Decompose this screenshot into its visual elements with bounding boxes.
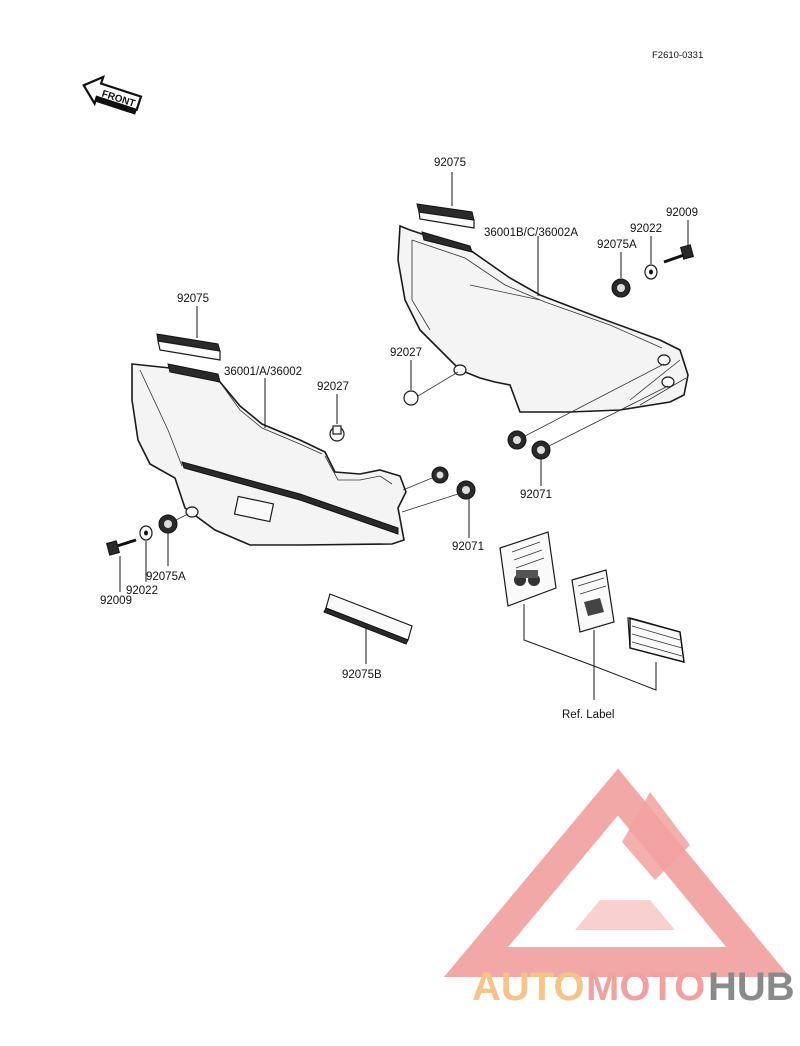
- warning-label-2: [571, 569, 615, 633]
- tape-bottom-part: [323, 593, 413, 645]
- side-cover-right-part: [397, 224, 689, 413]
- warning-label-1: [499, 531, 557, 607]
- watermark-auto: AUTO: [472, 965, 585, 1009]
- washer-left-part: [139, 525, 153, 541]
- washer-right-part: [644, 264, 658, 280]
- label-tape-left: 92075: [177, 293, 209, 305]
- label-washer-left: 92022: [126, 585, 158, 597]
- label-cover-right: 36001B/C/36002A: [484, 227, 578, 239]
- grommet-right-part: [611, 278, 631, 298]
- label-bolt-right: 92009: [666, 207, 698, 219]
- label-bolt-left: 92009: [100, 595, 132, 607]
- damper-left-part: [329, 425, 345, 442]
- label-damper-grommet-left: 92071: [452, 541, 484, 553]
- damper-grommet-left-part: [431, 466, 476, 500]
- warning-label-3: [627, 617, 685, 663]
- tape-left-part: [156, 333, 221, 361]
- damper-grommet-right-part: [507, 430, 551, 460]
- label-damper-right: 92027: [390, 347, 422, 359]
- label-grommet-right: 92075A: [597, 239, 637, 251]
- label-ref: Ref. Label: [562, 709, 614, 721]
- grommet-left-part: [158, 514, 178, 534]
- watermark-moto: MOTO: [586, 965, 705, 1009]
- watermark-hub: HUB: [708, 965, 795, 1009]
- watermark-logo: AUTO MOTO HUB: [443, 768, 795, 1009]
- label-damper-grommet-right: 92071: [520, 489, 552, 501]
- front-arrow-icon: FRONT: [82, 74, 143, 115]
- label-washer-right: 92022: [630, 223, 662, 235]
- damper-right-part: [403, 390, 419, 406]
- label-tape-right: 92075: [434, 157, 466, 169]
- label-cover-left: 36001/A/36002: [224, 366, 302, 378]
- figure-code: F2610-0331: [652, 50, 703, 61]
- label-tape-bottom: 92075B: [342, 669, 382, 681]
- side-cover-left-part: [131, 363, 407, 546]
- tape-right-part: [416, 203, 475, 229]
- bolt-right-part: [663, 244, 694, 264]
- bolt-left-part: [106, 538, 137, 556]
- label-damper-left: 92027: [317, 381, 349, 393]
- label-grommet-left: 92075A: [146, 571, 186, 583]
